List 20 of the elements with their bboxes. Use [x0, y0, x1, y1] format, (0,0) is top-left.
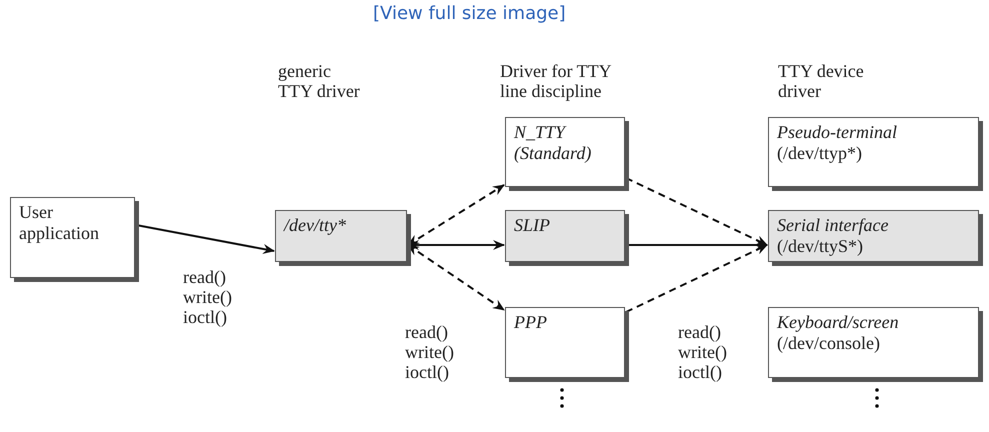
- node-text: Pseudo-terminal: [777, 122, 898, 143]
- node-text: (/dev/ttyp*): [777, 143, 863, 164]
- column-heading: Driver for TTY line discipline: [500, 61, 613, 101]
- node-text: SLIP: [514, 215, 551, 236]
- node-text: User application: [19, 202, 100, 244]
- node-text: Keyboard/screen: [777, 312, 900, 333]
- node-text: (/dev/console): [777, 333, 881, 354]
- node-text: (/dev/ttyS*): [777, 236, 864, 257]
- node-text: /dev/tty*: [284, 215, 347, 236]
- column-heading: generic TTY driver: [278, 61, 361, 101]
- arrow: [626, 244, 768, 313]
- node-text: PPP: [514, 312, 548, 333]
- column-heading: TTY device driver: [778, 61, 865, 101]
- function-list: read() write() ioctl(): [678, 322, 738, 382]
- link-text: [View full size image]: [373, 4, 566, 24]
- function-list: read() write() ioctl(): [183, 267, 243, 327]
- node-text: Serial interface: [777, 215, 890, 236]
- node-text: N_TTY (Standard): [514, 122, 592, 164]
- arrow: [626, 240, 768, 250]
- function-list: read() write() ioctl(): [405, 322, 465, 382]
